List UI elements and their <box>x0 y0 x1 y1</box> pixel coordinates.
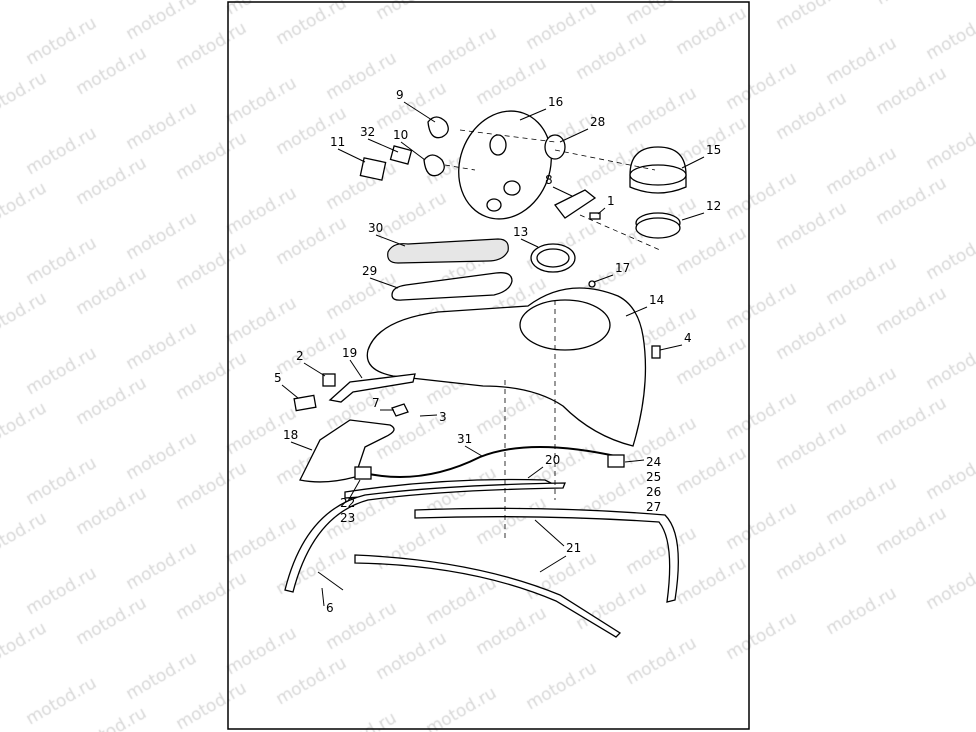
part-21-trim-bottom <box>354 554 622 638</box>
leader-line <box>367 138 399 153</box>
part-28 <box>544 134 566 160</box>
part-18-harness-holder <box>299 419 395 483</box>
part-16-plate <box>458 110 552 220</box>
part-6 <box>317 571 344 591</box>
leader-line <box>375 234 406 247</box>
leader-line <box>464 445 483 457</box>
leader-line <box>552 186 573 197</box>
part-29-pad <box>391 272 513 301</box>
leader-line <box>624 459 645 463</box>
part-2 <box>322 373 336 387</box>
callout-17: 17 <box>615 261 630 275</box>
leader-line <box>281 384 299 399</box>
leader-line <box>349 359 363 379</box>
leader-line <box>625 306 648 317</box>
callout-18: 18 <box>283 428 298 442</box>
part-4-screw <box>651 345 661 359</box>
plate-hole <box>486 198 502 212</box>
callout-16: 16 <box>548 95 563 109</box>
part-32 <box>389 145 413 165</box>
callout-7: 7 <box>372 396 380 410</box>
plate-hole <box>503 180 521 196</box>
callout-4: 4 <box>684 331 692 345</box>
callout-11: 11 <box>330 135 345 149</box>
part-30-grille <box>387 238 509 264</box>
callout-8: 8 <box>545 173 553 187</box>
part-11 <box>359 157 387 181</box>
callout-9: 9 <box>396 88 404 102</box>
callout-31: 31 <box>457 432 472 446</box>
part-17 <box>588 280 596 288</box>
leader-line <box>520 238 539 248</box>
part-8-bracket <box>554 189 597 219</box>
leader-line <box>400 141 426 161</box>
leader-line <box>681 212 705 221</box>
callout-15: 15 <box>706 143 721 157</box>
callout-28: 28 <box>590 115 605 129</box>
callout-19: 19 <box>342 346 357 360</box>
part-5 <box>293 394 317 412</box>
callout-3: 3 <box>439 410 447 424</box>
callout-14: 14 <box>649 293 664 307</box>
part-10 <box>423 154 445 177</box>
leader-line <box>403 101 436 123</box>
callout-32: 32 <box>360 125 375 139</box>
leader-line <box>597 207 606 215</box>
part-21-trim-top <box>414 507 679 603</box>
frame-border <box>227 1 750 730</box>
parts <box>284 110 687 638</box>
leader-line <box>321 587 325 607</box>
leader-line <box>534 519 565 547</box>
callout-13: 13 <box>513 225 528 239</box>
callout-21: 21 <box>566 541 581 555</box>
leader-line <box>539 555 567 573</box>
callout-25: 25 <box>646 470 661 484</box>
callout-12: 12 <box>706 199 721 213</box>
callout-29: 29 <box>362 264 377 278</box>
leader-line <box>337 148 366 163</box>
callout-24: 24 <box>646 455 661 469</box>
connector-22 <box>354 466 372 480</box>
part-15-rim <box>629 164 687 186</box>
leader-line <box>659 344 683 351</box>
callout-1: 1 <box>607 194 615 208</box>
part-12-ring-lower <box>635 217 681 239</box>
leader-line <box>559 128 589 143</box>
part-19-bracket <box>328 373 416 403</box>
part-31-wire <box>359 446 621 478</box>
part-9 <box>427 116 449 139</box>
part-13-inner <box>536 248 570 268</box>
connector-24 <box>607 454 625 468</box>
leader-line <box>527 466 544 479</box>
callout-5: 5 <box>274 371 282 385</box>
callout-2: 2 <box>296 349 304 363</box>
callout-26: 26 <box>646 485 661 499</box>
part-21-trim-left <box>284 482 566 593</box>
leader-line <box>290 441 313 451</box>
part-1-screw <box>589 212 601 220</box>
callout-27: 27 <box>646 500 661 514</box>
console-opening <box>519 299 611 351</box>
leader-line <box>347 479 361 502</box>
part-7 <box>391 403 409 417</box>
leader-line <box>593 274 614 283</box>
callouts: 9 16 28 32 10 11 15 8 1 12 30 13 17 29 14 4 2 19 5 7 3 18 31 20… <box>274 88 721 615</box>
plate-hole <box>489 134 507 156</box>
callout-20: 20 <box>545 453 560 467</box>
callout-22: 22 <box>340 496 355 510</box>
callout-30: 30 <box>368 221 383 235</box>
leader-line <box>369 277 399 289</box>
leader-line <box>681 156 705 169</box>
callout-10: 10 <box>393 128 408 142</box>
callout-23: 23 <box>340 511 355 525</box>
leader-line <box>419 414 438 417</box>
callout-6: 6 <box>326 601 334 615</box>
leader-line <box>519 108 547 121</box>
leader-line <box>303 362 326 377</box>
